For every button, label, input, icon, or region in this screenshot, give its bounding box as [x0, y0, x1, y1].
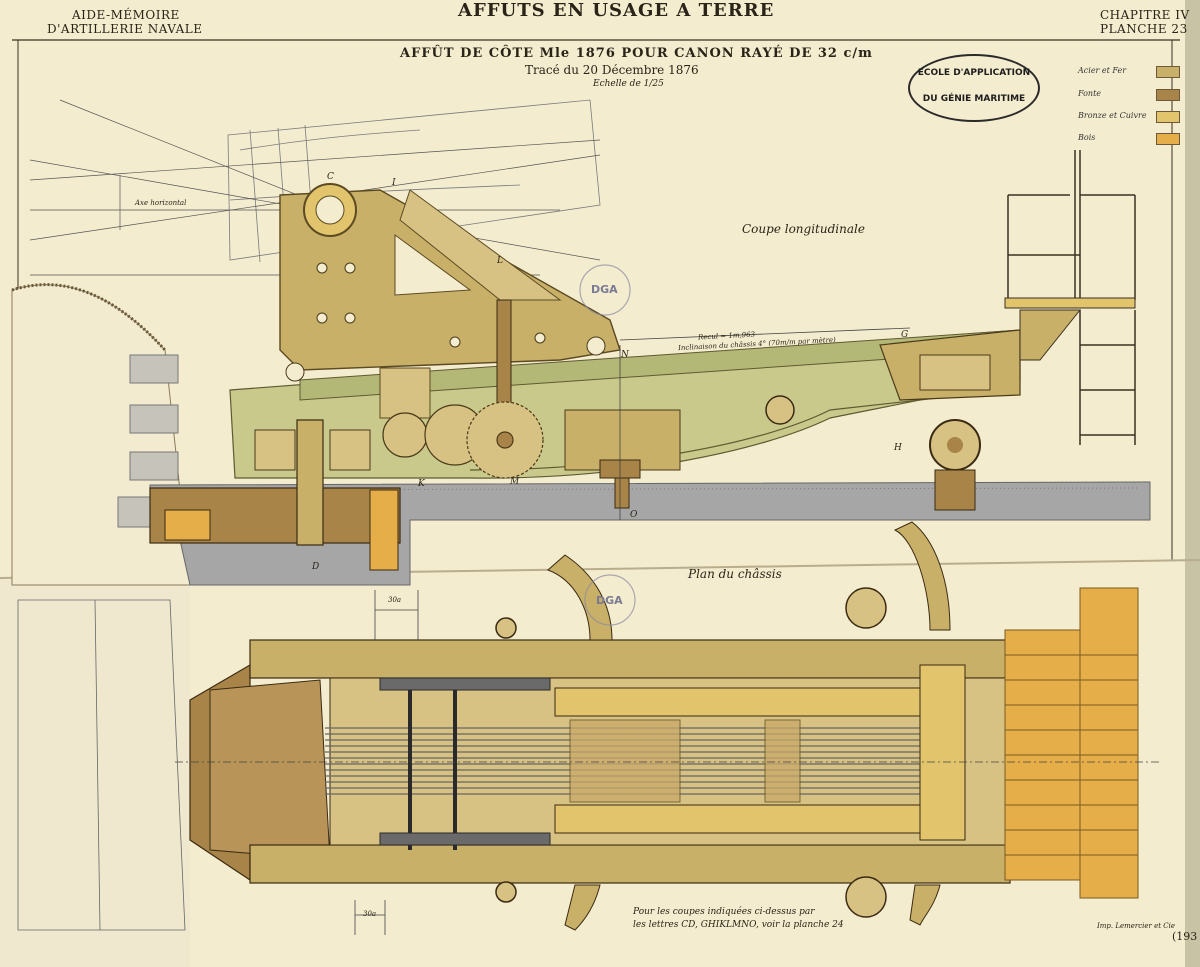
legend-item-steel: Acier et Fer	[1078, 66, 1180, 80]
legend-swatch-wood	[1156, 133, 1180, 145]
section-letter-m: M	[510, 477, 520, 487]
plan-lower-rail	[554, 804, 921, 834]
header-right-line2: PLANCHE 23	[1100, 22, 1188, 36]
rear-wheel-block	[934, 469, 976, 511]
front-bracket-right	[329, 429, 371, 471]
arc-rail-lower-right	[909, 884, 941, 926]
plan-bronze-panel	[569, 719, 681, 803]
library-stamp-mark	[579, 264, 636, 626]
drawing-scale: Echelle de 1/25	[593, 79, 664, 89]
plan-front-nose	[209, 679, 331, 861]
left-fold-area	[0, 578, 190, 967]
wood-block	[164, 509, 211, 541]
legend-label-wood: Bois	[1078, 133, 1096, 142]
plan-gears	[379, 677, 551, 846]
section-letter-g: G	[901, 330, 909, 340]
section-letter-i: I	[392, 178, 396, 188]
paper-edge-right	[1185, 0, 1200, 967]
header-left-line1: AIDE-MÉMOIRE	[72, 8, 180, 22]
plan-bottom-beam	[249, 844, 1011, 884]
header-right-line1: CHAPITRE IV	[1100, 8, 1190, 22]
plan-shafts	[408, 678, 457, 850]
middle-pin	[614, 477, 630, 509]
school-stamp-line2: DU GÉNIE MARITIME	[922, 94, 1026, 104]
elevation-screw	[496, 299, 512, 416]
section-letter-k: K	[418, 479, 425, 489]
plan-bronze-panel-2	[764, 719, 801, 803]
printer-credit: Imp. Lemercier et Cie	[1097, 922, 1176, 930]
school-stamp: ECOLE D'APPLICATION DU GÉNIE MARITIME	[908, 54, 1040, 122]
dimension-30-top: 30a	[388, 596, 402, 604]
gravel-texture	[159, 487, 1141, 491]
left-sheet-outline	[17, 599, 186, 931]
ladder-platform	[1004, 297, 1136, 309]
school-stamp-line1: ECOLE D'APPLICATION	[917, 68, 1031, 78]
legend-item-bronze: Bronze et Cuivre	[1078, 111, 1180, 125]
section-label: Coupe longitudinale	[742, 222, 865, 236]
section-letter-l: L	[497, 256, 503, 266]
library-stamp-text-upper: DGA	[591, 283, 618, 296]
plan-rear-crossbar	[919, 664, 966, 841]
dimension-lines	[354, 327, 911, 935]
legend-swatch-bronze	[1156, 111, 1180, 123]
section-letter-o: O	[630, 510, 638, 520]
left-sheet-divider	[94, 599, 101, 931]
plan-wood-platform	[1004, 587, 1139, 899]
carriage-window-1	[394, 234, 472, 296]
drawing-title: AFFÛT DE CÔTE Mle 1876 POUR CANON RAYÉ D…	[400, 46, 873, 61]
arc-rail-lower	[564, 884, 601, 931]
rear-ladder	[1007, 150, 1136, 445]
page-reference: (193	[1172, 930, 1198, 943]
plate-note-line2: les lettres CD, GHIKLMNO, voir la planch…	[633, 920, 844, 930]
plate-note-line1: Pour les coupes indiquées ci-dessus par	[633, 907, 815, 917]
plan-label: Plan du châssis	[688, 567, 782, 581]
plan-upper-rail	[554, 687, 921, 717]
slide-roller	[765, 395, 795, 425]
front-bracket-left	[254, 429, 296, 471]
section-letter-h: H	[894, 443, 902, 453]
parapet-hatching	[11, 283, 167, 352]
legend-swatch-steel	[1156, 66, 1180, 78]
ladder-bracket	[1019, 309, 1082, 361]
plan-wood-planks	[1005, 654, 1138, 856]
arc-rail-left	[547, 554, 613, 641]
rear-buffer	[919, 354, 991, 391]
gear-train	[382, 401, 544, 479]
plan-wheels	[495, 587, 887, 918]
legend-item-wood: Bois	[1078, 133, 1180, 147]
legend-label-cast-iron: Fonte	[1078, 89, 1102, 98]
library-stamp-text-lower: DGA	[596, 594, 623, 607]
legend-item-cast-iron: Fonte	[1078, 89, 1180, 103]
legend-label-steel: Acier et Fer	[1078, 66, 1127, 75]
middle-support	[564, 409, 681, 471]
section-letter-c: C	[327, 172, 334, 182]
chassis-lower-curve	[469, 389, 1011, 471]
dimension-30-bottom: 30a	[363, 910, 377, 918]
plan-top-beam	[249, 639, 1011, 679]
drawing-traced-date: Tracé du 20 Décembre 1876	[525, 63, 699, 77]
carriage-slide-block	[379, 367, 431, 419]
header-left-line2: D'ARTILLERIE NAVALE	[47, 22, 203, 36]
pivot-bolt	[296, 419, 324, 546]
section-letter-n: N	[621, 350, 629, 360]
anchor-timber	[369, 489, 399, 571]
arc-rail-right	[893, 521, 951, 631]
header-center-title: AFFUTS EN USAGE A TERRE	[458, 0, 775, 21]
legend-label-bronze: Bronze et Cuivre	[1078, 111, 1147, 120]
axis-label: Axe horizontal	[135, 199, 187, 207]
legend-swatch-cast-iron	[1156, 89, 1180, 101]
carriage-bolts	[285, 262, 606, 382]
section-letter-d: D	[312, 562, 320, 572]
